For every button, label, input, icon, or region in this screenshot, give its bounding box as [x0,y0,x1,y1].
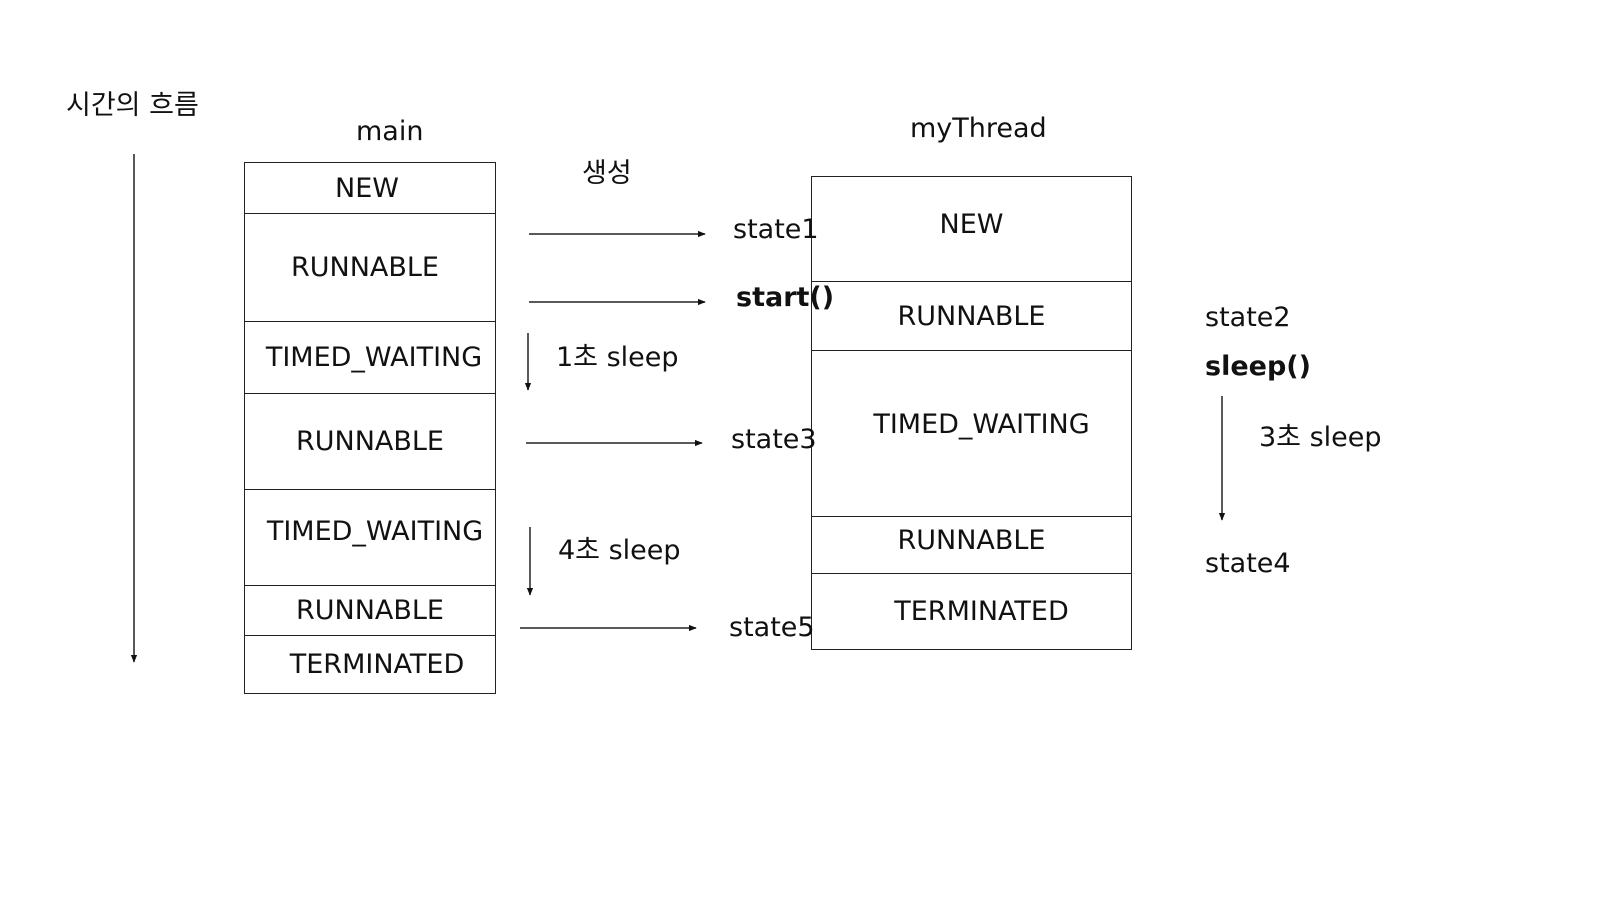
main-state-runnable-3: RUNNABLE [245,585,495,635]
mythread-state-column: NEW RUNNABLE TIMED_WAITING RUNNABLE TERM… [811,176,1132,650]
sleep4-label: 4초 sleep [558,535,681,566]
mythread-state-runnable-2: RUNNABLE [812,516,1131,573]
main-state-runnable-1: RUNNABLE [245,213,495,321]
time-flow-label: 시간의 흐름 [66,90,199,121]
mythread-state-runnable-1: RUNNABLE [812,281,1131,350]
mythread-title: myThread [910,113,1047,144]
state1-label: state1 [733,214,819,245]
main-state-column: NEW RUNNABLE TIMED_WAITING RUNNABLE TIME… [244,162,496,694]
sleep3-label: 3초 sleep [1259,422,1382,453]
mythread-state-timed-waiting: TIMED_WAITING [812,350,1131,516]
create-label: 생성 [582,158,632,189]
sleep1-label: 1초 sleep [556,342,679,373]
state3-label: state3 [731,424,817,455]
start-call-label: start() [736,282,835,313]
state4-label: state4 [1205,548,1291,579]
main-title: main [356,116,424,147]
sleep-call-label: sleep() [1205,351,1311,382]
main-state-runnable-2: RUNNABLE [245,393,495,489]
state2-label: state2 [1205,302,1291,333]
main-state-timed-waiting-1: TIMED_WAITING [245,321,495,393]
main-state-timed-waiting-2: TIMED_WAITING [245,489,495,585]
state5-label: state5 [729,612,815,643]
main-state-terminated: TERMINATED [245,635,495,693]
main-state-new: NEW [335,172,399,204]
mythread-state-new: NEW [939,209,1004,240]
mythread-state-terminated: TERMINATED [812,573,1131,649]
